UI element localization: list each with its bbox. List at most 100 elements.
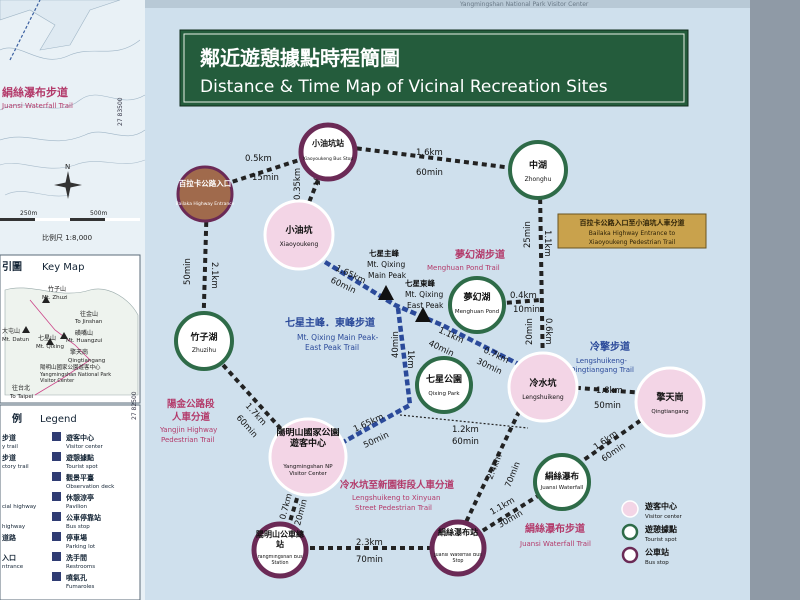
node-label-zh: 小油坑站 <box>311 138 344 148</box>
legend-right-zh: 觀景平臺 <box>66 473 94 482</box>
peak-icon <box>415 307 431 322</box>
node-label-en: Qingtiangang <box>651 409 688 415</box>
legend-left-en: ctory trail <box>2 464 29 470</box>
plate-line-2: Bailaka Highway Entrance to <box>589 230 676 237</box>
legend-symbol-icon <box>52 472 61 481</box>
yangjin-trail-en-2: Pedestrian Trail <box>161 436 215 444</box>
top-strip-text: Yangmingshan National Park Visitor Cente… <box>459 1 589 8</box>
route-label-dist: 0.6km <box>543 318 553 345</box>
node-label-en: Zhuzihu <box>192 347 216 354</box>
tourist-spot-swatch <box>621 523 639 541</box>
legend-visitor-en: Visitor center <box>645 514 683 520</box>
trail-xiaoyoukeng-lengshuikeng <box>323 260 532 373</box>
peak-icon <box>22 296 68 345</box>
route-label-time: 25min <box>523 221 533 248</box>
node-label-en: Menghuan Pond <box>455 309 499 315</box>
route-label-dist: 1.8km <box>596 386 623 396</box>
node-bailaka-entrance: 百拉卡公路入口 Bailaka Highway Entrance <box>176 165 235 223</box>
header-banner: 鄰近遊憩據點時程簡圖 Distance & Time Map of Vicina… <box>179 29 689 107</box>
legend-right-zh: 停車場 <box>66 533 87 542</box>
legend-symbol-icon <box>52 572 61 581</box>
node-label-zh: 中湖 <box>529 159 547 171</box>
node-label-zh: 陽明山國家公園遊客中心 <box>276 428 340 449</box>
node-label-en: Lengshuikeng <box>522 394 564 401</box>
node-label-zh: 擎天崗 <box>656 391 683 403</box>
coord-y-b: 27 82500 <box>131 391 138 420</box>
route-qixing-ymsvc <box>399 414 529 429</box>
lengshui-trail-en-2: Street Pedestrian Trail <box>355 504 432 512</box>
svg-text:Mt. Huangzui: Mt. Huangzui <box>66 338 103 344</box>
legend-spot-en: Tourist spot <box>644 537 678 543</box>
legend-right-en: Fumaroles <box>66 584 94 590</box>
legend-right-zh: 公車停靠站 <box>66 513 101 522</box>
juansi-trail-zh: 絹絲瀑布步道 <box>525 522 585 535</box>
key-map-title-en: Key Map <box>42 262 84 273</box>
route-label-dist: 1.6km <box>416 148 443 158</box>
legend-right-en: Tourist spot <box>65 464 99 470</box>
yangjin-trail-zh-2: 人車分道 <box>172 411 211 423</box>
main-peak-en-2: Main Peak <box>368 271 407 280</box>
node-label-zh: 絹絲瀑布站 <box>438 528 478 537</box>
node-label-en: Yangmingshan NP Visitor Center <box>283 464 333 477</box>
peak-markers <box>378 285 431 322</box>
svg-text:往金山: 往金山 <box>80 310 98 318</box>
node-label-zh: 小油坑 <box>284 224 312 236</box>
menghuan-trail-en: Menghuan Pond Trail <box>427 264 500 272</box>
route-label-dist: 0.4km <box>510 291 537 301</box>
node-xiaoyoukeng-bus: 小油坑站 Xiaoyoukeng Bus Stop <box>298 122 358 182</box>
legend-right-zh: 洗手間 <box>66 553 87 562</box>
legend-spot-zh: 遊憩據點 <box>645 524 677 534</box>
route-ymsvc-ymbus <box>281 454 312 546</box>
legend-symbol-icon <box>52 512 61 521</box>
route-label-time: 50min <box>594 401 621 411</box>
node-label-en: Bailaka Highway Entrance <box>176 201 235 207</box>
svg-text:To Jinshan: To Jinshan <box>74 319 103 325</box>
legend-left-en: y trail <box>2 444 18 450</box>
node-legend: 遊客中心 Visitor center 遊憩據點 Tourist spot 公車… <box>621 500 683 566</box>
scale-tick-250: 250m <box>20 210 37 217</box>
trail-name-labels: 七星主峰．東峰步道 Mt. Qixing Main Peak- East Pea… <box>159 248 634 548</box>
legend-right-zh: 噴氣孔 <box>66 573 87 582</box>
lengshui-trail-en-1: Lengshuikeng to Xinyuan <box>352 494 440 502</box>
svg-text:往台北: 往台北 <box>12 384 30 392</box>
svg-text:Mt. Qixing: Mt. Qixing <box>36 344 64 350</box>
svg-text:大屯山: 大屯山 <box>2 327 20 335</box>
node-label-en: Xiaoyoukeng Bus Stop <box>303 156 354 162</box>
node-label-en: Juansi Waterfall Bus Stop <box>434 553 482 564</box>
falls-trail-en: Juansi Waterfall Trail <box>1 102 73 110</box>
falls-trail-zh: 絹絲瀑布步道 <box>2 85 68 99</box>
node-zhonghu: 中湖 Zhonghu <box>508 140 568 200</box>
legend-visitor-zh: 遊客中心 <box>645 501 677 511</box>
legend-right-en: Pavilion <box>66 504 88 510</box>
node-juansi-bus-stop: 絹絲瀑布站 Juansi Waterfall Bus Stop <box>429 519 487 577</box>
east-peak-zh: 七星東峰 <box>405 278 435 288</box>
node-label-zh: 陽明山公車總站 <box>256 530 304 549</box>
legend-title-en: Legend <box>40 414 77 425</box>
plate-line-3: Xiaoyoukeng Pedestrian Trail <box>589 239 676 246</box>
qixing-trail-en-1: Mt. Qixing Main Peak- <box>297 333 379 342</box>
legend-title-zh: 例 <box>12 412 22 425</box>
legend-symbol-icon <box>52 452 61 461</box>
yangjin-trail-en-1: Yangjin Highway <box>159 426 217 434</box>
legend-left-zh: 道路 <box>2 533 17 542</box>
legend-right-en: Visitor center <box>66 444 104 450</box>
route-label-dist: 2.1km <box>209 262 219 289</box>
svg-text:Mt. Datun: Mt. Datun <box>2 337 30 343</box>
trail-peak-ymsvc <box>318 307 413 457</box>
legend-left-en: highway <box>2 524 26 530</box>
svg-text:擎天崗: 擎天崗 <box>70 348 88 356</box>
yangjin-trail-zh: 陽金公路段 <box>167 398 215 410</box>
legend-symbol-icon <box>52 492 61 501</box>
legend-left-zh: 步道 <box>2 433 16 442</box>
node-label-zh: 冷水坑 <box>529 377 556 389</box>
svg-text:Yangmingshan National Park: Yangmingshan National Park <box>39 372 111 378</box>
scale-ratio: 比例尺 1:8,000 <box>42 233 92 242</box>
node-label-en: Qixing Park <box>428 391 460 397</box>
coord-y-a: 27 83500 <box>117 97 124 126</box>
legend-right-en: Parking lot <box>66 544 96 550</box>
bus-stop-swatch <box>621 546 639 564</box>
legend-left-zh: 入口 <box>1 554 16 562</box>
route-label-time: 50min <box>183 258 193 285</box>
key-map: 引圖 Key Map 竹子山 Mt. Zhuzi 往金山 To Jinshan … <box>0 254 141 404</box>
